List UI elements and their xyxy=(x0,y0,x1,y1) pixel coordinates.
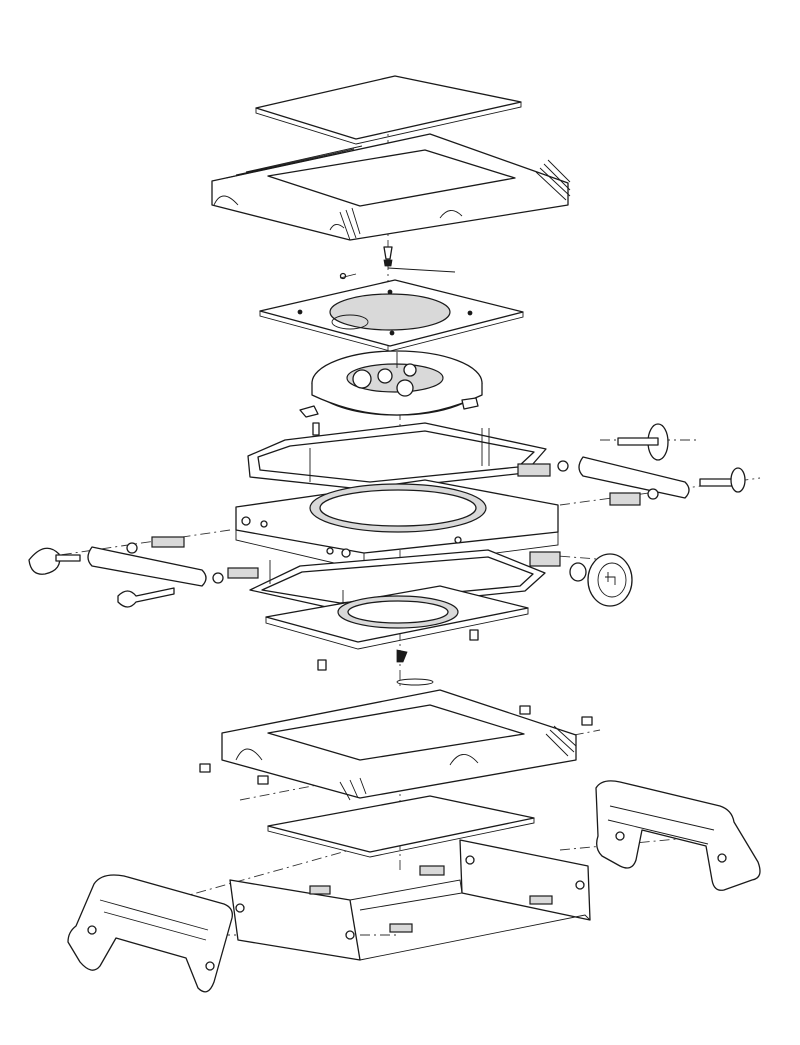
top-frame-housing xyxy=(211,133,571,241)
left-lug-handle xyxy=(67,874,233,993)
crown-gear xyxy=(529,551,633,607)
upper-gasket xyxy=(247,422,547,491)
lower-plate xyxy=(265,585,529,686)
central-case-block xyxy=(235,479,559,571)
top-glass-plate xyxy=(255,75,522,145)
base-bracket xyxy=(229,839,591,961)
bottom-frame-housing xyxy=(199,689,593,801)
bottom-glass-plate xyxy=(267,795,535,858)
movement xyxy=(299,350,483,441)
right-lug-handle xyxy=(595,780,761,891)
left-pusher-assembly xyxy=(28,536,259,608)
dial-plate xyxy=(259,279,524,352)
top-screws xyxy=(339,246,456,280)
right-pusher-assembly xyxy=(517,423,746,506)
